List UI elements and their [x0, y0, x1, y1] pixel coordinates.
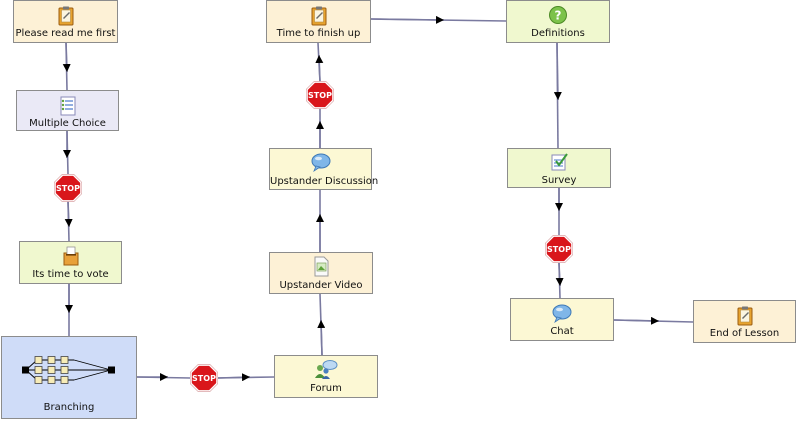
stop-gate-icon[interactable]: STOP	[190, 364, 218, 392]
stop-label: STOP	[547, 245, 571, 254]
activity-upstander-video[interactable]: Upstander Video	[269, 252, 373, 294]
activity-definitions[interactable]: ? Definitions	[506, 0, 610, 43]
forum-people-icon	[315, 360, 338, 379]
checklist-icon	[60, 96, 75, 116]
stop-label: STOP	[192, 374, 216, 383]
activity-end-of-lesson[interactable]: End of Lesson	[693, 300, 796, 343]
activity-label: Time to finish up	[276, 28, 361, 39]
activity-label: Upstander Discussion	[270, 176, 379, 187]
speech-bubble-icon	[311, 153, 330, 172]
notebook-icon	[58, 6, 73, 26]
activity-please-read-me-first[interactable]: Please read me first	[13, 0, 118, 43]
branching-icon	[22, 356, 115, 384]
survey-check-icon	[551, 153, 568, 171]
svg-text:?: ?	[555, 9, 562, 23]
activity-branching[interactable]: Branching	[1, 336, 137, 419]
activity-label: Definitions	[531, 28, 585, 39]
activity-upstander-discussion[interactable]: Upstander Discussion	[269, 148, 379, 190]
stop-label: STOP	[308, 91, 332, 100]
activity-label: Upstander Video	[279, 280, 363, 291]
activity-forum[interactable]: Forum	[274, 355, 378, 398]
activity-label: Its time to vote	[32, 269, 109, 280]
activity-chat[interactable]: Chat	[510, 298, 614, 341]
notebook-icon	[311, 6, 326, 26]
activity-label: Multiple Choice	[29, 118, 106, 129]
activity-label: Survey	[541, 175, 577, 186]
activity-survey[interactable]: Survey	[507, 148, 611, 188]
activity-multiple-choice[interactable]: Multiple Choice	[16, 90, 119, 131]
activity-label: Please read me first	[15, 28, 116, 39]
speech-bubble-icon	[552, 304, 572, 323]
activity-label: Chat	[550, 326, 574, 337]
activity-label: Forum	[310, 383, 342, 394]
question-mark-icon: ?	[549, 6, 567, 24]
activity-its-time-to-vote[interactable]: Its time to vote	[19, 241, 122, 284]
activity-label: Branching	[43, 402, 95, 413]
activity-label: End of Lesson	[709, 328, 780, 339]
stop-gate-icon[interactable]: STOP	[545, 235, 573, 263]
stop-gate-icon[interactable]: STOP	[306, 81, 334, 109]
ballot-box-icon	[63, 246, 78, 266]
notebook-icon	[737, 306, 752, 326]
stop-gate-icon[interactable]: STOP	[54, 174, 82, 202]
stop-label: STOP	[56, 184, 80, 193]
video-page-icon	[314, 256, 329, 277]
activity-time-to-finish-up[interactable]: Time to finish up	[266, 0, 371, 43]
